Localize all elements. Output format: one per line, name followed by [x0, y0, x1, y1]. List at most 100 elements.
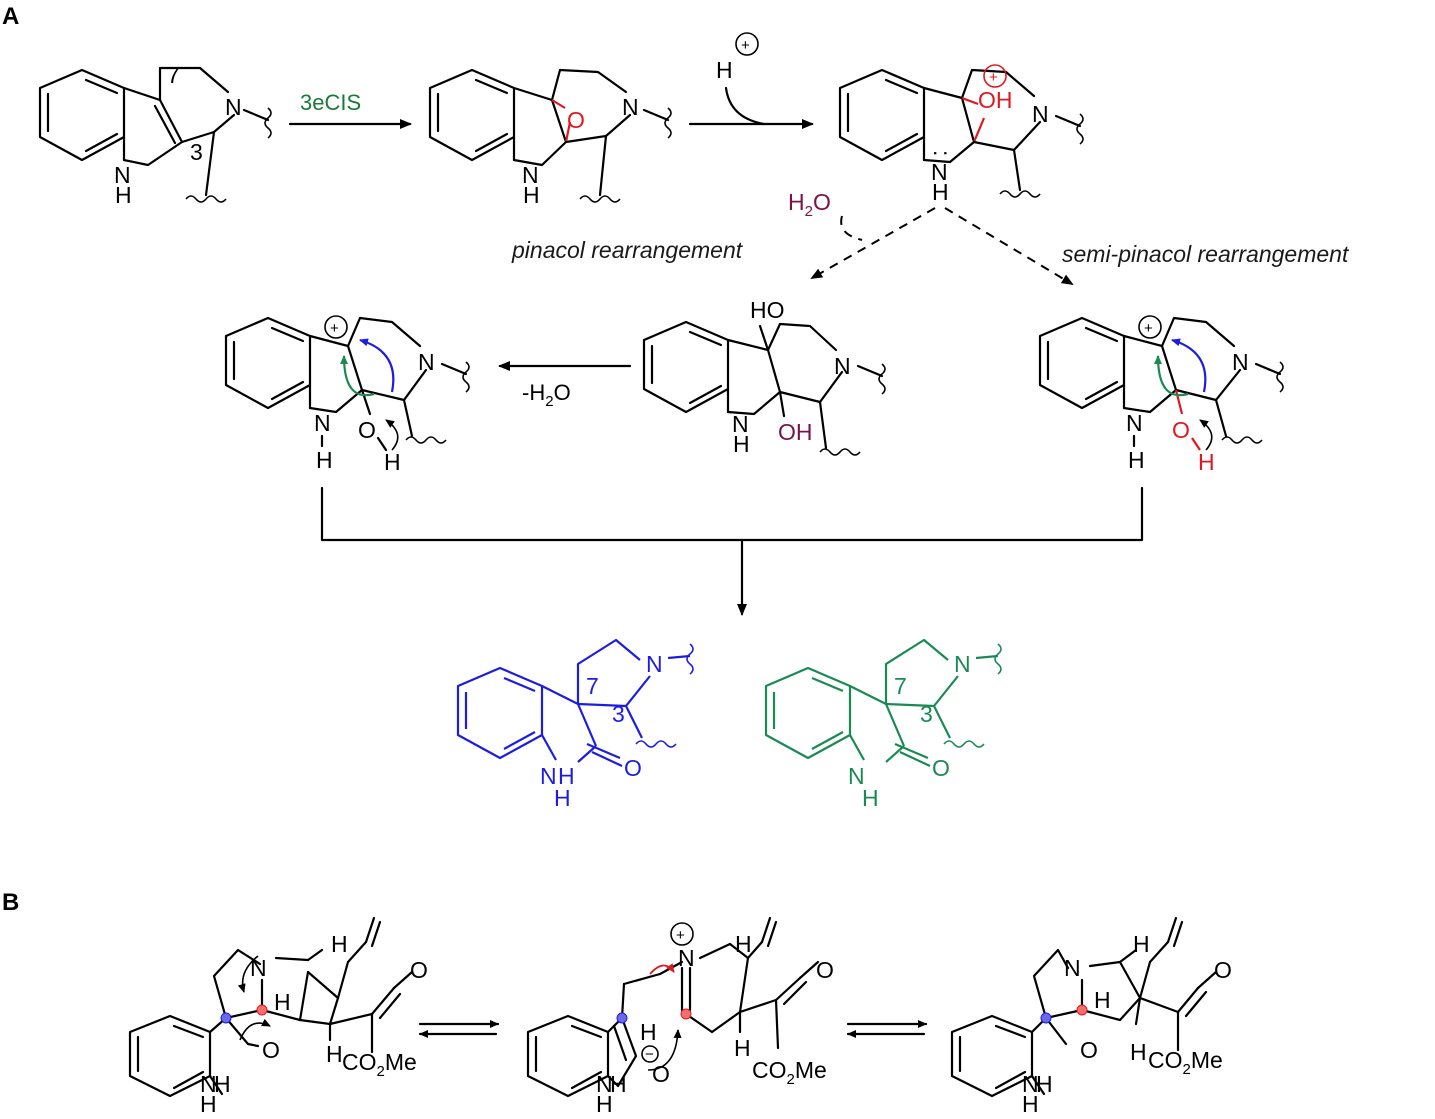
ester-label: CO2Me	[752, 1057, 827, 1088]
atom-h-top: H	[331, 931, 348, 957]
convergence-bracket	[320, 486, 1144, 542]
atom-nh-h: H	[1036, 1071, 1053, 1097]
proton-charge: +	[741, 37, 750, 54]
position-label-3: 3	[190, 139, 203, 165]
atom-n: N	[250, 955, 267, 981]
iminium-charge-circle	[670, 922, 694, 946]
dehydration-label: -H2O	[522, 380, 571, 410]
atom-nh-h: H	[214, 1071, 231, 1097]
atom-nh-h2: H	[200, 1091, 217, 1114]
atom-o: O	[1172, 417, 1190, 443]
lone-pair: :	[929, 150, 955, 156]
atom-h: H	[640, 1019, 657, 1045]
enolate-charge: −	[645, 1046, 654, 1063]
atom-n: N	[418, 349, 435, 375]
atom-h: H	[274, 989, 291, 1015]
arrow-deprotonation	[1199, 419, 1213, 451]
atom-nh-n: N	[1126, 410, 1143, 436]
c3-carbon-marker	[1076, 1004, 1088, 1016]
cation-charge-circle	[1138, 315, 1162, 339]
atom-nh-h: H	[523, 182, 540, 208]
atom-nh-n: N	[596, 1071, 613, 1097]
atom-ome-o: O	[1214, 957, 1232, 983]
molecule-b-spiro-left: N H H H O N H H O CO2Me	[128, 916, 428, 1117]
molecule-diol: HO N N H OH	[642, 297, 886, 457]
atom-n: N	[646, 651, 663, 677]
position-label-7: 7	[894, 673, 907, 699]
atom-ho: HO	[750, 297, 785, 323]
molecule-b-spiro-right: N H H H O N H H O CO2Me	[950, 916, 1232, 1117]
atom-nh-n: N	[848, 763, 865, 789]
position-label-7: 7	[167, 62, 180, 88]
atom-oxonium: OH	[978, 87, 1013, 113]
atom-ome-o: O	[410, 957, 428, 983]
atom-n: N	[1064, 955, 1081, 981]
atom-nh-n: N	[200, 1071, 217, 1097]
arrow-mannich	[647, 1029, 682, 1071]
atom-epoxide-o: O	[567, 107, 585, 133]
semi-pinacol-label: semi-pinacol rearrangement	[1062, 241, 1350, 267]
arrow-ring-contraction-alt	[1154, 355, 1189, 397]
proton-charge-circle	[735, 32, 759, 56]
atom-nh-h2: H	[1022, 1091, 1039, 1114]
molecule-b-iminium: N + H H H O − N H H O CO2Me	[526, 916, 834, 1117]
atom-nh-h: H	[1128, 447, 1145, 473]
atom-h: H	[1094, 987, 1111, 1013]
atom-h-bottom: H	[326, 1041, 343, 1067]
atom-n: N	[622, 94, 639, 120]
arrow-bond-cleavage	[239, 1018, 271, 1041]
molecule-spirooxindole-blue: N N H H O 7 3	[456, 638, 694, 811]
atom-nh-h: H	[316, 447, 333, 473]
atom-h-bottom: H	[1130, 1039, 1147, 1065]
atom-oh: OH	[778, 419, 813, 445]
molecule-spirooxindole-green: N N H O 7 3	[764, 638, 1002, 811]
molecule-carbocation-right: N N H O H +	[1038, 315, 1284, 475]
atom-o-enolate: O	[652, 1061, 670, 1087]
atom-h: H	[1198, 449, 1215, 475]
atom-nh-h: H	[610, 1071, 627, 1097]
ester-label: CO2Me	[1148, 1047, 1223, 1078]
molecule-beta-carboline: N N H 7 3	[38, 62, 272, 208]
water-attack-curve	[840, 215, 863, 241]
proton-curve	[724, 86, 766, 126]
atom-o: O	[358, 417, 376, 443]
atom-nh-n: N	[114, 162, 131, 188]
position-label-3: 3	[920, 701, 933, 727]
molecule-epoxide: O N N H	[428, 68, 672, 208]
arrow-bond-rotation	[649, 963, 675, 975]
cation-charge: +	[1144, 320, 1153, 337]
water-label: H2O	[788, 189, 831, 220]
atom-nh-h2: H	[554, 785, 571, 811]
atom-n: N	[954, 651, 971, 677]
atom-nh-h: H	[115, 182, 132, 208]
atom-n: N	[1232, 349, 1249, 375]
atom-nh-h2: H	[596, 1091, 613, 1114]
molecule-carbocation-left: N N H O H +	[224, 315, 470, 475]
arrow-deprotonation	[385, 419, 399, 451]
enolate-charge-circle	[641, 1045, 659, 1063]
atom-nh-n: N	[732, 411, 749, 437]
cation-charge-circle	[324, 315, 348, 339]
atom-o: O	[1080, 1037, 1098, 1063]
atom-nh-h: H	[733, 431, 750, 457]
atom-nh-h: H	[862, 785, 879, 811]
cation-charge: +	[330, 320, 339, 337]
spiro-carbon-marker	[1040, 1012, 1052, 1024]
atom-n: N	[834, 353, 851, 379]
arrow-ring-contraction-alt	[340, 355, 375, 397]
arrow-ring-contraction	[1171, 338, 1207, 393]
proton-label: H	[716, 57, 733, 83]
oxonium-charge-circle	[983, 64, 1007, 88]
atom-o: O	[262, 1037, 280, 1063]
atom-h-top: H	[1133, 931, 1150, 957]
atom-o: O	[624, 755, 642, 781]
c3-carbon-marker	[680, 1008, 692, 1020]
atom-n: N	[225, 94, 242, 120]
arrow-retro-mannich	[237, 955, 259, 993]
atom-o: O	[932, 755, 950, 781]
spiro-carbon-marker	[616, 1012, 628, 1024]
atom-n: N	[1032, 101, 1049, 127]
arrow-ring-contraction	[359, 338, 395, 393]
